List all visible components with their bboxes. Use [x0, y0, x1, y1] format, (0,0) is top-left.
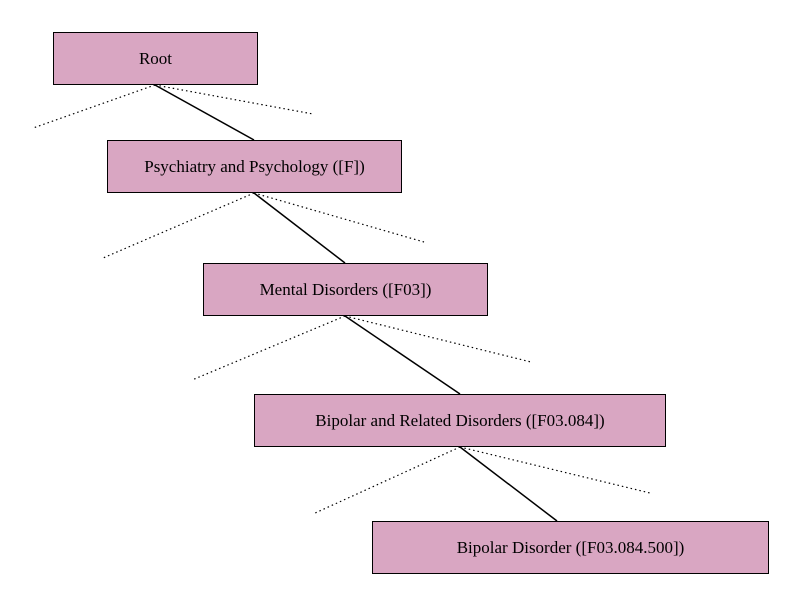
node-psychiatry-and-psychology-label: Psychiatry and Psychology ([F])	[144, 156, 365, 176]
dotted-branch-root-right	[154, 84, 314, 115]
node-bipolar-and-related-disorders-label: Bipolar and Related Disorders ([F03.084]…	[315, 410, 605, 430]
edge-bipolar-bipdis	[459, 446, 558, 522]
node-mental-disorders-label: Mental Disorders ([F03])	[259, 279, 432, 299]
node-root-label: Root	[138, 48, 173, 68]
dotted-branch-root-left	[32, 84, 156, 129]
node-psychiatry-and-psychology: Psychiatry and Psychology ([F])	[107, 140, 402, 193]
node-root: Root	[53, 32, 258, 85]
dotted-branch-psych-right	[253, 192, 425, 243]
node-bipolar-and-related-disorders: Bipolar and Related Disorders ([F03.084]…	[254, 394, 666, 447]
dotted-branch-bipolar-right	[459, 446, 651, 494]
edge-mental-bipolar	[344, 315, 461, 395]
dotted-branch-mental-left	[191, 315, 346, 381]
node-bipolar-disorder-label: Bipolar Disorder ([F03.084.500])	[456, 537, 685, 557]
edge-root-psych	[154, 84, 255, 141]
dotted-branch-mental-right	[344, 315, 532, 363]
dotted-branch-bipolar-left	[312, 446, 461, 515]
node-bipolar-disorder: Bipolar Disorder ([F03.084.500])	[372, 521, 769, 574]
dotted-branch-psych-left	[102, 192, 255, 259]
edge-psych-mental	[253, 192, 346, 264]
node-mental-disorders: Mental Disorders ([F03])	[203, 263, 488, 316]
